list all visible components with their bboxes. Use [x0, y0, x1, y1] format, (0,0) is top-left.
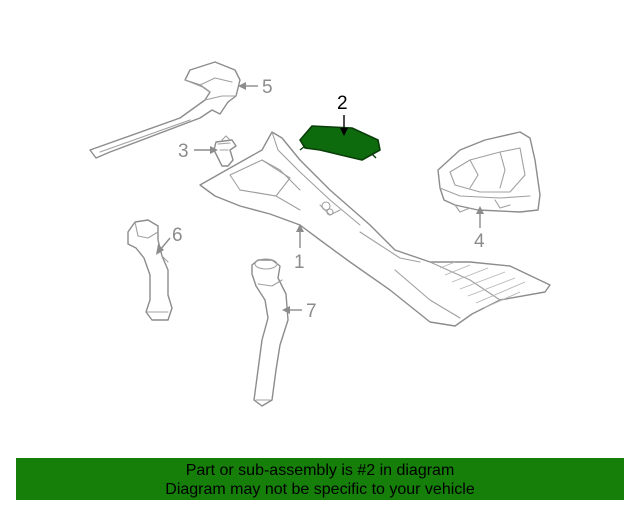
part-5-cowl-bracket[interactable]	[89, 61, 241, 159]
part-6-drain-hose[interactable]	[127, 219, 173, 321]
info-banner: Part or sub-assembly is #2 in diagram Di…	[16, 458, 624, 500]
callout-4: 4	[474, 206, 485, 252]
callout-label-2: 2	[337, 93, 348, 114]
callout-label-5: 5	[262, 77, 273, 98]
callout-label-1: 1	[294, 252, 305, 273]
callout-label-7: 7	[306, 301, 317, 322]
callout-3: 3	[178, 141, 218, 162]
callout-7: 7	[282, 301, 317, 322]
part-2-cowl-cover[interactable]	[299, 125, 381, 161]
part-3-clip[interactable]	[213, 135, 237, 167]
parts-diagram: 1 2 3 4 5 6 7	[89, 61, 551, 407]
callout-2: 2	[337, 93, 348, 136]
part-7-drain-tube[interactable]	[251, 258, 289, 407]
part-1-cowl-panel[interactable]	[199, 131, 551, 327]
callout-label-4: 4	[474, 231, 485, 252]
banner-line-disclaimer: Diagram may not be specific to your vehi…	[165, 481, 475, 498]
callout-label-3: 3	[178, 141, 189, 162]
callout-5: 5	[238, 77, 273, 98]
callout-label-6: 6	[172, 225, 183, 246]
part-4-side-cover[interactable]	[437, 131, 541, 213]
banner-line-part: Part or sub-assembly is #2 in diagram	[185, 462, 455, 479]
callout-1: 1	[294, 224, 305, 273]
callout-6: 6	[156, 225, 183, 255]
